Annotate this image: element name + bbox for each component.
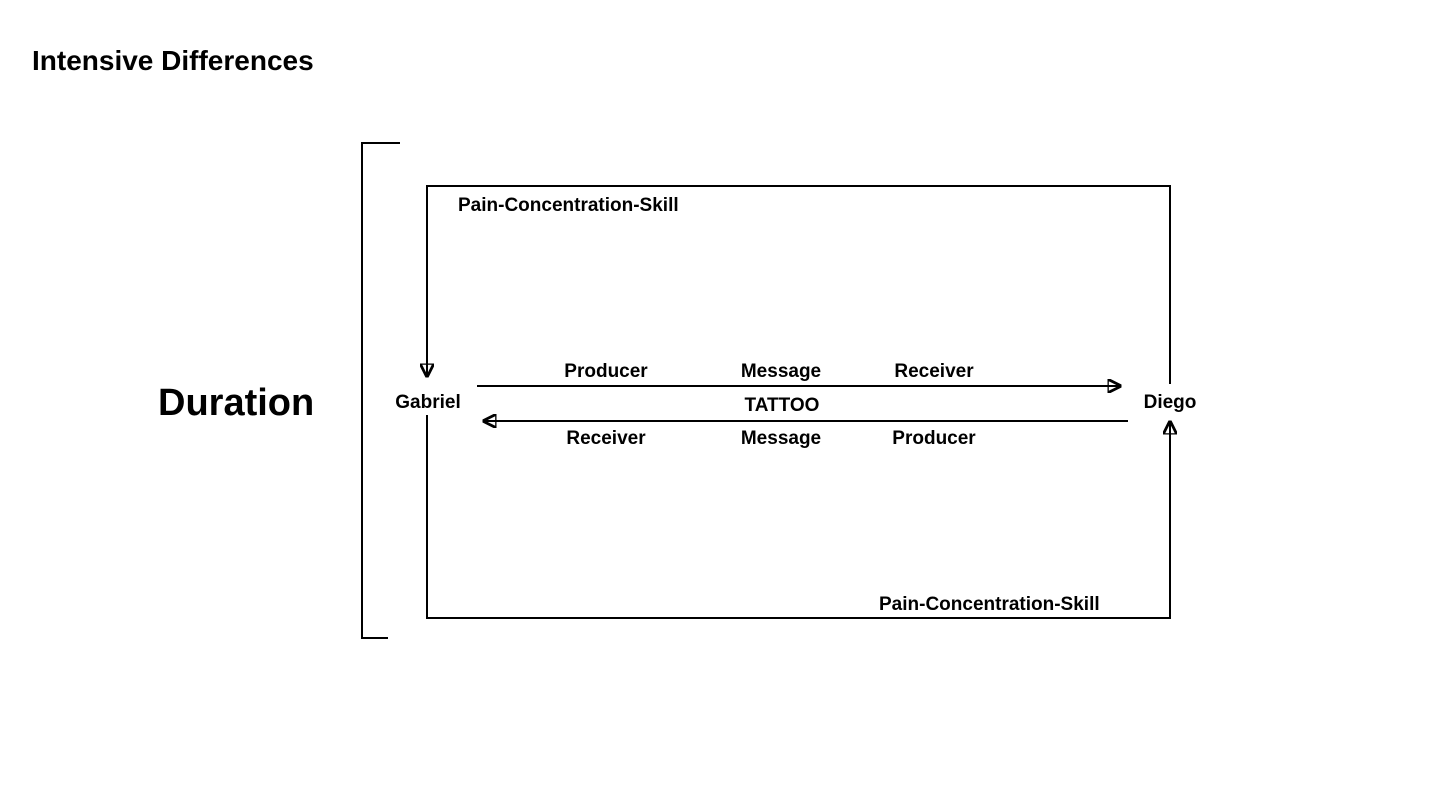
producer-label-bottom: Producer: [892, 428, 976, 449]
cycle-bottom-arrow: [426, 415, 1170, 619]
receiver-label-top: Receiver: [894, 361, 974, 382]
cycle-top-arrow: [427, 185, 1171, 384]
gabriel-label: Gabriel: [395, 392, 461, 413]
diego-label: Diego: [1143, 392, 1197, 413]
pain-concentration-skill-top-label: Pain-Concentration-Skill: [458, 195, 679, 216]
message-label-bottom: Message: [740, 428, 822, 449]
duration-bracket: [361, 142, 400, 639]
tattoo-label: TATTOO: [744, 395, 820, 416]
page-title: Intensive Differences: [32, 45, 314, 76]
receiver-label-bottom: Receiver: [566, 428, 646, 449]
pain-concentration-skill-bottom-label: Pain-Concentration-Skill: [879, 594, 1100, 615]
duration-label: Duration: [158, 382, 315, 424]
message-label-top: Message: [740, 361, 822, 382]
producer-label-top: Producer: [564, 361, 648, 382]
